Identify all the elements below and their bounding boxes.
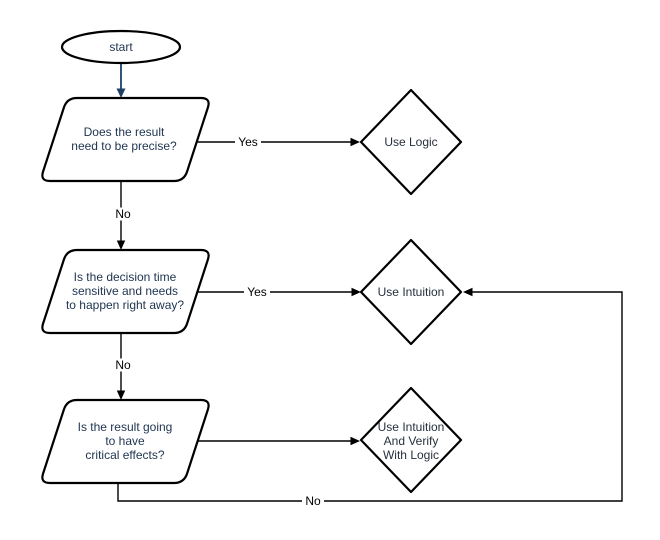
edge-label-background: [244, 285, 270, 299]
node-start: start: [60, 29, 182, 65]
edge-line: [117, 291, 623, 502]
edge-precise-yes: Yes: [196, 135, 360, 149]
node-d-use-intuition: Use Intuition: [359, 238, 463, 346]
edge-label: No: [115, 358, 131, 372]
edge-loop-no: No: [117, 287, 623, 508]
edge-label: No: [305, 494, 321, 508]
node-label: Use Intuition: [378, 285, 445, 299]
arrowhead: [351, 287, 361, 297]
node-label-line: sensitive and needs: [72, 284, 178, 298]
node-label-line: Does the result: [84, 125, 165, 139]
parallelogram-shape: [41, 96, 210, 183]
diamond-shape: [359, 386, 463, 494]
node-d-use-logic: Use Logic: [359, 88, 463, 196]
diamond-shape: [359, 238, 463, 346]
edge-time-no: No: [112, 334, 134, 400]
parallelogram-shape: [41, 398, 210, 485]
arrowhead: [116, 240, 126, 250]
arrowhead: [116, 88, 126, 98]
parallelogram-shape: [41, 248, 210, 335]
node-label-line: critical effects?: [85, 448, 164, 462]
node-d-verify-with-logic: Use Intuition And Verify With Logic: [359, 386, 463, 494]
node-label-line: Is the decision time: [74, 270, 177, 284]
node-label-line: to happen right away?: [66, 298, 184, 312]
edge-label-background: [235, 135, 261, 149]
arrowhead: [350, 137, 360, 147]
node-label-line: to have: [105, 434, 145, 448]
node-label: Use Logic: [384, 135, 437, 149]
node-label: start: [109, 40, 133, 54]
edge-label: Yes: [238, 135, 258, 149]
arrowhead: [116, 390, 126, 400]
node-q-critical-effects: Is the result going to have critical eff…: [41, 398, 210, 485]
node-label-line: Use Intuition: [378, 420, 445, 434]
arrowhead: [463, 287, 473, 297]
edge-start-to-precise: [116, 63, 126, 98]
edge-label-background: [112, 207, 134, 221]
node-label-line: Is the result going: [78, 420, 173, 434]
edge-label-background: [302, 494, 324, 508]
edge-critical-to-verify: [196, 436, 360, 446]
diamond-shape: [359, 88, 463, 196]
edge-time-yes: Yes: [196, 285, 361, 299]
edge-label: Yes: [247, 285, 267, 299]
node-q-precise: Does the result need to be precise?: [41, 96, 210, 183]
edge-label-background: [112, 358, 134, 372]
node-q-time-sensitive: Is the decision time sensitive and needs…: [41, 248, 210, 335]
node-label-line: And Verify: [384, 434, 439, 448]
arrowhead: [350, 436, 360, 446]
edge-precise-no: No: [112, 182, 134, 250]
edge-label: No: [115, 207, 131, 221]
node-label-line: With Logic: [383, 448, 439, 462]
node-label-line: need to be precise?: [71, 139, 177, 153]
start-ellipse: [60, 29, 182, 65]
